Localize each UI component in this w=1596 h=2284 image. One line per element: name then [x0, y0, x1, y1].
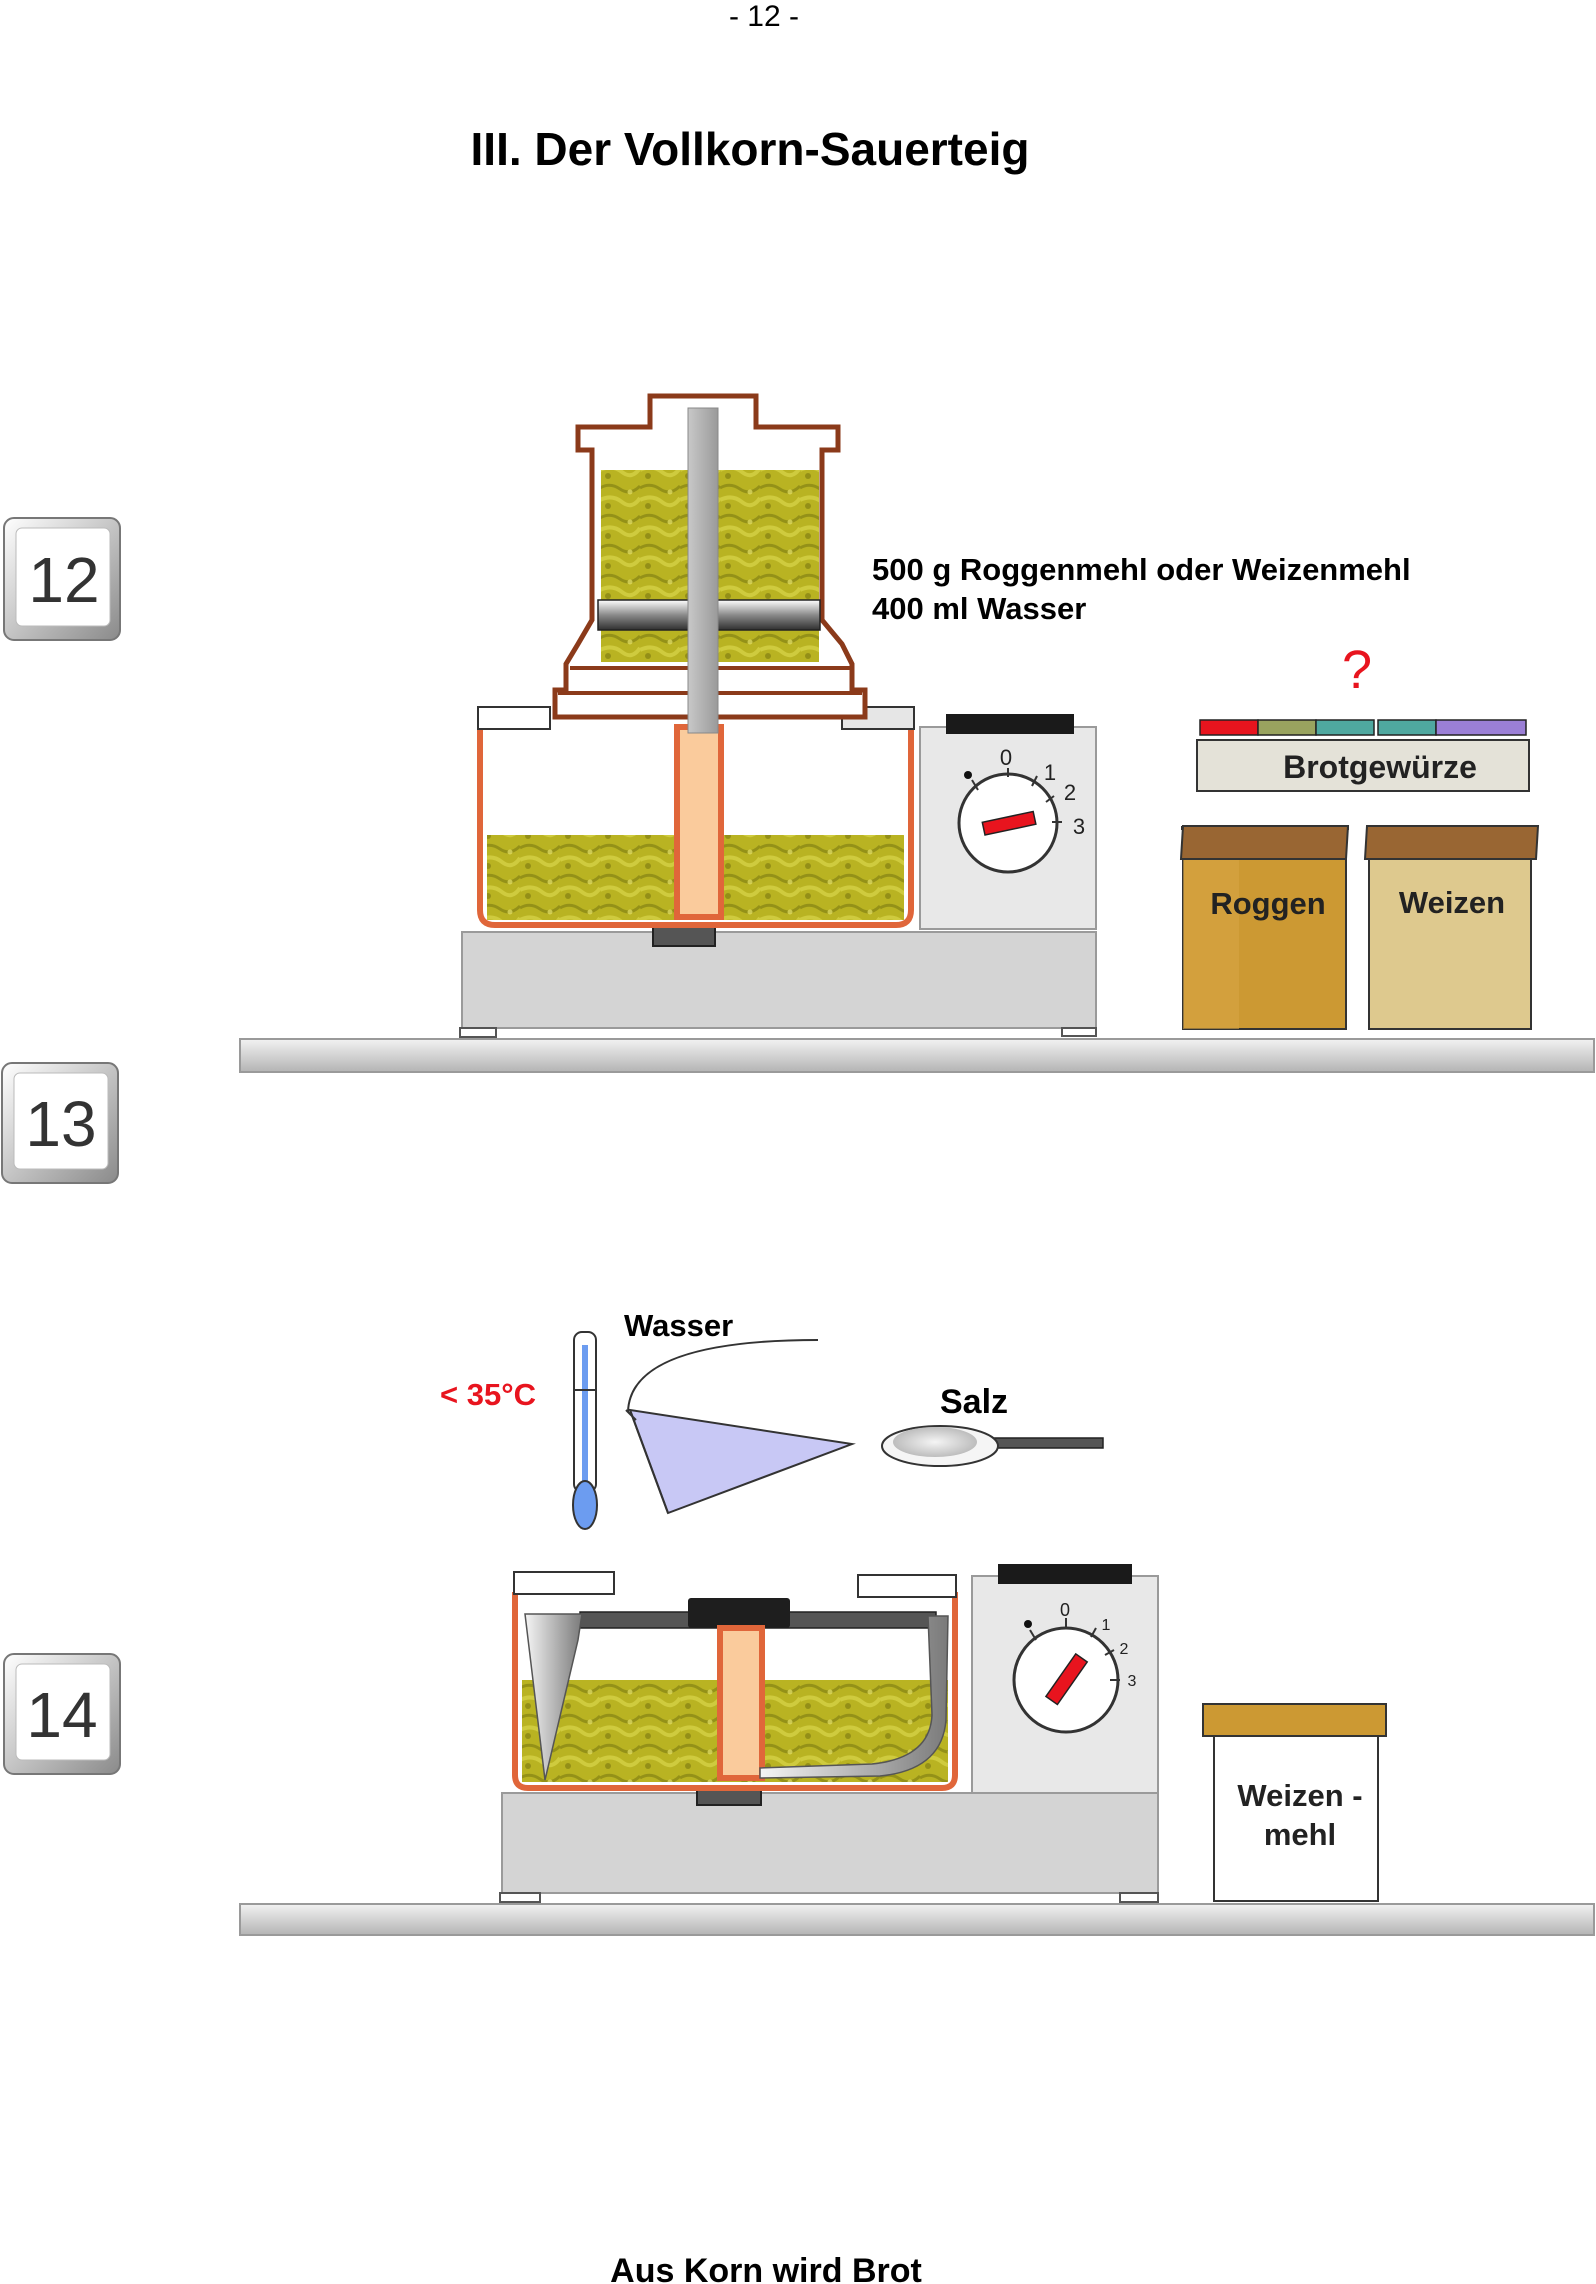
salt-label: Salz: [940, 1383, 1008, 1421]
spice-box: Brotgewürze: [1196, 719, 1530, 792]
mixing-bowl-2: [512, 1571, 958, 1806]
kneading-hook-right: [759, 1615, 949, 1779]
dial-label-2: 2: [1064, 780, 1076, 805]
speed-dial-pointer-2: [1044, 1652, 1089, 1706]
scene-1: 0 1 2 3 500 g Roggenmehl oder Weizenmehl…: [239, 393, 1595, 1073]
jar-weizenmehl-label-1: Weizen -: [1237, 1778, 1362, 1813]
jar-weizen-label: Weizen: [1399, 885, 1505, 920]
thermometer: [572, 1331, 598, 1530]
dial-label-3: 3: [1073, 814, 1085, 839]
jar-weizenmehl: Weizen - mehl: [1202, 1703, 1387, 1902]
temperature-label: < 35°C: [440, 1377, 536, 1412]
grain-mill: [552, 393, 868, 734]
step-badge-14: 14: [3, 1653, 121, 1775]
page-footer: Aus Korn wird Brot: [610, 2252, 922, 2284]
shelf-1: [239, 1038, 1595, 1073]
dial-2-label-0: 0: [1060, 1600, 1070, 1620]
step-number-12: 12: [28, 544, 99, 616]
control-panel-2: 0 1 2 3: [971, 1564, 1159, 1794]
jar-roggen-label: Roggen: [1210, 886, 1325, 921]
spice-box-label: Brotgewürze: [1283, 749, 1477, 785]
instruction-line-2: 400 ml Wasser: [872, 591, 1086, 626]
dial-2-label-1: 1: [1102, 1617, 1111, 1634]
water-label: Wasser: [624, 1308, 733, 1343]
speed-dial-pointer: [981, 810, 1037, 836]
shelf-2: [239, 1903, 1595, 1936]
scene-2: < 35°C Wasser Salz: [239, 1308, 1595, 1936]
dial-label-0: 0: [1000, 745, 1012, 770]
mixing-bowl: [477, 706, 915, 947]
dial-2-label-2: 2: [1120, 1641, 1129, 1658]
step-badge-12: 12: [3, 517, 121, 641]
step-number-13: 13: [25, 1088, 96, 1160]
jar-roggen: Roggen: [1179, 825, 1350, 1030]
step-badge-13: 13: [1, 1062, 119, 1184]
jar-weizenmehl-label-2: mehl: [1264, 1817, 1336, 1852]
question-mark: ?: [1342, 640, 1372, 700]
mill-shaft: [687, 407, 719, 734]
salt-spoon: [881, 1425, 1104, 1467]
dial-label-1: 1: [1044, 760, 1056, 785]
control-panel: 0 1 2 3: [919, 714, 1097, 930]
water-jug: [625, 1339, 856, 1515]
kitchen-machine-base-2: [499, 1792, 1159, 1903]
kneading-hook-left: [524, 1613, 583, 1781]
dial-2-label-3: 3: [1128, 1673, 1137, 1690]
kitchen-machine-base: [459, 931, 1097, 1038]
page-number: - 12 -: [729, 0, 799, 33]
page-title: III. Der Vollkorn-Sauerteig: [471, 123, 1030, 175]
jar-weizen: Weizen: [1363, 825, 1540, 1030]
instruction-line-1: 500 g Roggenmehl oder Weizenmehl: [872, 552, 1411, 587]
step-number-14: 14: [26, 1679, 97, 1751]
